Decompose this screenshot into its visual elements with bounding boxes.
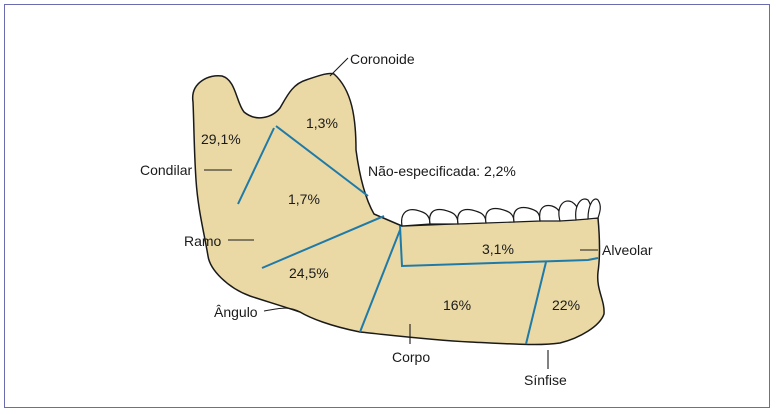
leader-coronoide: [329, 57, 349, 77]
body-symphysis-line: [525, 261, 547, 345]
teeth: [401, 198, 601, 227]
label-coronoide: Coronoide: [350, 51, 415, 67]
tooth: [401, 209, 431, 227]
region-lines: [237, 125, 599, 345]
leader-angulo: [263, 307, 301, 313]
tooth: [485, 207, 515, 224]
tooth: [457, 208, 487, 225]
label-sinfise: Sínfise: [524, 372, 567, 388]
alveolar-box-line: [399, 225, 599, 268]
label-alveolar: Alveolar: [602, 242, 653, 258]
label-nao-especificada: Não-especificada: 2,2%: [368, 163, 516, 179]
tooth: [513, 206, 541, 223]
figure-frame: [4, 4, 770, 408]
ramus-angle-line: [261, 215, 385, 269]
condyle-ramus-line: [237, 127, 275, 205]
value-corpo: 16%: [443, 297, 471, 313]
value-coronoide: 1,3%: [306, 115, 338, 131]
label-angulo: Ângulo: [214, 304, 258, 320]
tooth: [539, 204, 562, 222]
label-condilar: Condilar: [140, 162, 192, 178]
value-angulo: 24,5%: [289, 265, 329, 281]
coronoid-ramus-line: [275, 125, 369, 197]
tooth: [587, 198, 601, 220]
label-corpo: Corpo: [392, 349, 430, 365]
leader-lines: [204, 57, 598, 369]
value-condilar: 29,1%: [201, 131, 241, 147]
value-ramo: 1,7%: [288, 191, 320, 207]
value-sinfise: 22%: [552, 297, 580, 313]
tooth: [429, 208, 459, 225]
angle-body-line: [359, 229, 401, 333]
label-ramo: Ramo: [184, 233, 222, 249]
value-alveolar: 3,1%: [482, 241, 514, 257]
